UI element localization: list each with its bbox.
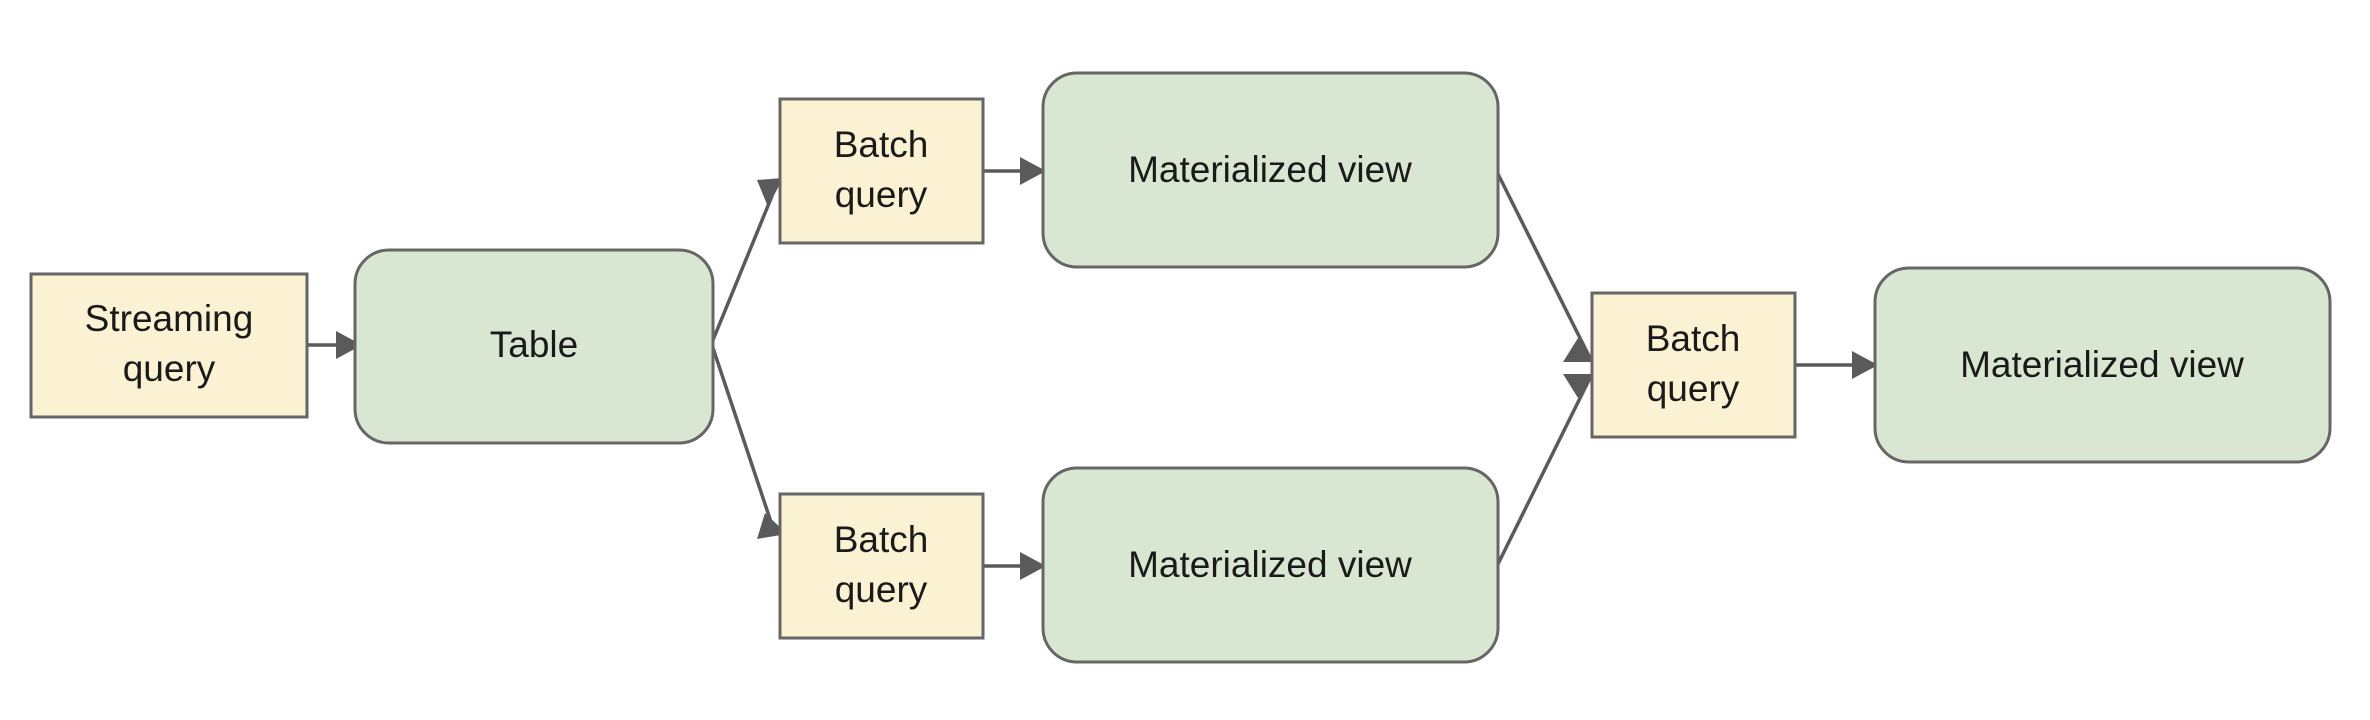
node-materialized-view-top[interactable]: Materialized view xyxy=(1041,71,1500,269)
materialized-view-top-label: Materialized view xyxy=(1128,149,1412,190)
batch-query-top-label-line-1: Batch xyxy=(834,124,929,165)
materialized-view-top-box[interactable] xyxy=(1041,71,1500,269)
node-batch-query-top[interactable]: Batch query xyxy=(778,97,985,245)
batch-query-center-label-line-1: Batch xyxy=(1646,318,1741,359)
table-label: Table xyxy=(490,324,578,365)
node-materialized-view-final[interactable]: Materialized view xyxy=(1873,266,2332,464)
batch-query-top-box[interactable] xyxy=(778,97,985,245)
edge-layer xyxy=(307,157,1878,580)
batch-query-bottom-box[interactable] xyxy=(778,492,985,640)
batch-query-center-box[interactable] xyxy=(1590,291,1797,439)
batch-query-bottom-label-line-1: Batch xyxy=(834,519,929,560)
node-materialized-view-bottom[interactable]: Materialized view xyxy=(1041,466,1500,664)
streaming-query-label-line-1: Streaming xyxy=(85,298,254,339)
streaming-query-label-line-2: query xyxy=(123,348,216,389)
edge-view-top-to-batch-center xyxy=(1495,171,1596,362)
node-table[interactable]: Table xyxy=(353,248,715,445)
edge-batch-top-to-view-top xyxy=(983,157,1046,185)
node-streaming-query[interactable]: Streaming query xyxy=(29,272,309,419)
edge-table-to-batch-top xyxy=(711,178,783,341)
batch-query-top-label-line-2: query xyxy=(835,174,928,215)
edge-batch-center-to-view-final xyxy=(1795,351,1878,379)
edge-view-bottom-to-batch-center xyxy=(1495,374,1596,567)
node-batch-query-bottom[interactable]: Batch query xyxy=(778,492,985,640)
edge-table-to-batch-bottom xyxy=(711,347,787,539)
table-box[interactable] xyxy=(353,248,715,445)
materialized-view-bottom-label: Materialized view xyxy=(1128,544,1412,585)
batch-query-center-label-line-2: query xyxy=(1647,368,1740,409)
streaming-query-box[interactable] xyxy=(29,272,309,419)
materialized-view-final-box[interactable] xyxy=(1873,266,2332,464)
materialized-view-bottom-box[interactable] xyxy=(1041,466,1500,664)
edge-streaming-to-table xyxy=(307,331,362,359)
materialized-view-final-label: Materialized view xyxy=(1960,344,2244,385)
edge-batch-bottom-to-view-bottom xyxy=(983,552,1046,580)
batch-query-bottom-label-line-2: query xyxy=(835,569,928,610)
node-batch-query-center[interactable]: Batch query xyxy=(1590,291,1797,439)
node-layer: Streaming query Table Batch query Materi… xyxy=(29,71,2332,664)
